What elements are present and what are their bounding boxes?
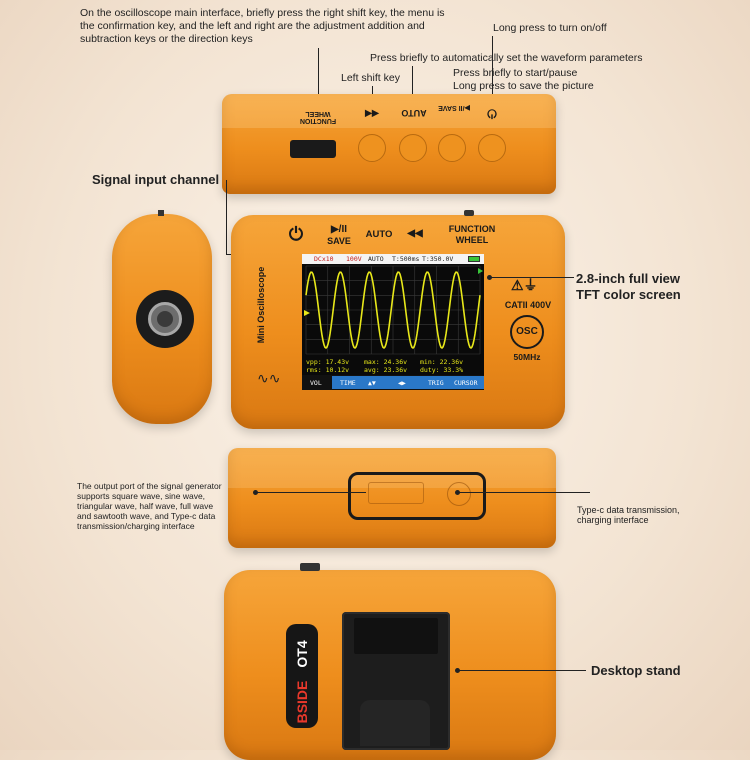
front-power-button[interactable]: ⏻ [284,224,308,246]
top-auto-label: AUTO [401,108,427,118]
screen-volt-div: 100V [346,255,362,263]
stat-max: max: 24.36v [364,358,408,366]
battery-icon [468,256,480,262]
osc-label: OSC [516,326,538,337]
power-icon: ⏻ [288,224,304,244]
run-annotation-1: Press briefly to start/pause [453,67,578,79]
top-run-save-label: ▶/II SAVE [438,104,470,111]
oscilloscope-display [302,254,484,390]
osc-button[interactable]: OSC [510,315,544,349]
screen-annotation-2: TFT color screen [576,287,681,302]
port-recess [348,472,486,520]
cat-rating: CATII 400V [504,300,552,310]
warning-icon: ⚠⏚ [511,277,538,293]
typec-annotation-1: Type-c data transmission, [577,505,680,515]
signal-input-annotation: Signal input channel [92,172,220,187]
screen-trigger-level: T:350.0V [422,255,454,263]
signal-generator-output-port[interactable] [368,482,424,504]
menu-vol[interactable]: VOL [310,379,322,387]
screen-annotation-1: 2.8-inch full view [576,271,681,286]
front-auto-button[interactable]: AUTO [365,229,393,240]
menu-up-down[interactable]: ▲▼ [368,379,376,387]
top-function-wheel-label: FUNCTION WHEEL [299,110,337,124]
menu-left-right[interactable]: ◀▶ [398,379,406,387]
power-annotation: Long press to turn on/off [493,22,607,34]
stat-duty: duty: 33.3% [420,366,464,374]
brand-plate [286,624,318,728]
run-annotation-2: Long press to save the picture [453,80,594,92]
side-brand-label: Mini Oscilloscope [256,266,266,344]
top-power-button[interactable] [478,134,506,162]
function-wheel-annotation: On the oscilloscope main interface, brie… [80,7,445,45]
menu-time[interactable]: TIME [340,379,356,387]
screen-coupling: DCx10 [314,255,334,263]
screen-timebase: T:500ms [392,255,420,263]
front-left-shift-button[interactable]: ◀◀ [407,228,423,239]
waveform-trace [305,271,481,350]
front-run-label[interactable]: ▶/II [330,224,348,235]
menu-trig[interactable]: TRIG [428,379,444,387]
tft-screen: DCx10 100V AUTO T:500ms T:350.0V vpp: 17… [302,254,484,390]
top-left-shift-button[interactable] [358,134,386,162]
top-auto-button[interactable] [399,134,427,162]
front-save-label: SAVE [327,236,351,246]
device-bottom-view [228,448,556,548]
stat-vpp: vpp: 17.43v [306,358,350,366]
function-wheel[interactable] [290,140,336,158]
top-left-shift-label: ◀◀ [365,109,379,119]
wave-icon: ∿∿ [257,370,281,386]
stat-rms: rms: 10.12v [306,366,350,374]
bandwidth-label: 50MHz [513,352,541,362]
top-run-button[interactable] [438,134,466,162]
model-name: OT4 [294,640,310,668]
auto-annotation: Press briefly to automatically set the w… [370,52,643,64]
menu-cursor[interactable]: CURSOR [454,379,478,387]
top-power-label: ⏻ [487,107,497,121]
stat-min: min: 22.36v [420,358,464,366]
stand-annotation: Desktop stand [591,663,681,678]
typec-annotation-2: charging interface [577,515,649,525]
output-port-annotation: The output port of the signal generator … [77,481,222,531]
left-shift-annotation: Left shift key [341,72,400,84]
front-function-label-2: WHEEL [455,235,489,245]
front-function-label-1: FUNCTION [448,224,496,234]
stat-avg: avg: 23.36v [364,366,408,374]
screen-trigger-mode: AUTO [368,255,384,263]
typec-port[interactable] [447,482,471,506]
